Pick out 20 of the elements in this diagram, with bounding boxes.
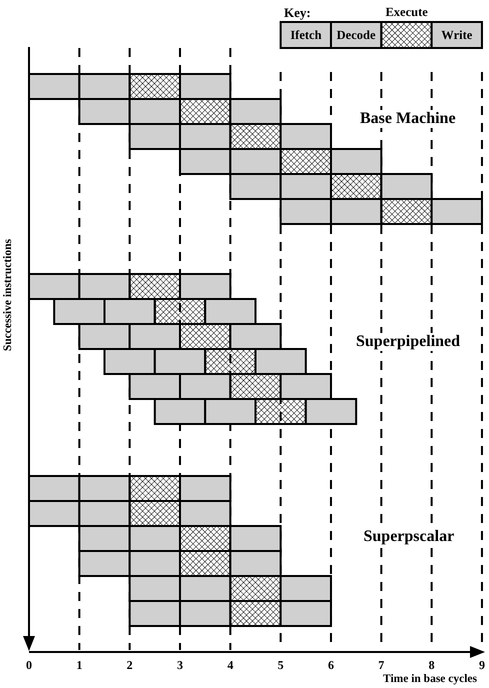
- axis-tick-label: 5: [278, 659, 284, 671]
- axis-tick-label: 6: [328, 659, 334, 671]
- axis-title: Time in base cycles: [383, 674, 478, 686]
- axis-tick-label: 4: [227, 659, 234, 671]
- axis-tick-label: 8: [428, 659, 435, 671]
- axis-tick-label: 0: [26, 659, 32, 671]
- key-heading: Key:: [284, 6, 311, 19]
- legend-label: Ifetch: [290, 29, 322, 42]
- axis-tick-label: 1: [76, 659, 82, 671]
- group-title: Base Machine: [358, 110, 458, 128]
- legend-label: Execute: [385, 6, 428, 18]
- group-title: Superpipelined: [354, 333, 462, 351]
- group-title: Superpscalar: [362, 528, 456, 546]
- axis-title: Successive instructions: [3, 239, 14, 352]
- axis-tick-label: 9: [478, 659, 485, 671]
- legend-label: Write: [441, 29, 472, 42]
- axis-tick-label: 2: [126, 659, 133, 671]
- axis-tick-label: 3: [176, 659, 183, 671]
- legend-label: Decode: [336, 29, 376, 42]
- axis-tick-label: 7: [378, 659, 384, 671]
